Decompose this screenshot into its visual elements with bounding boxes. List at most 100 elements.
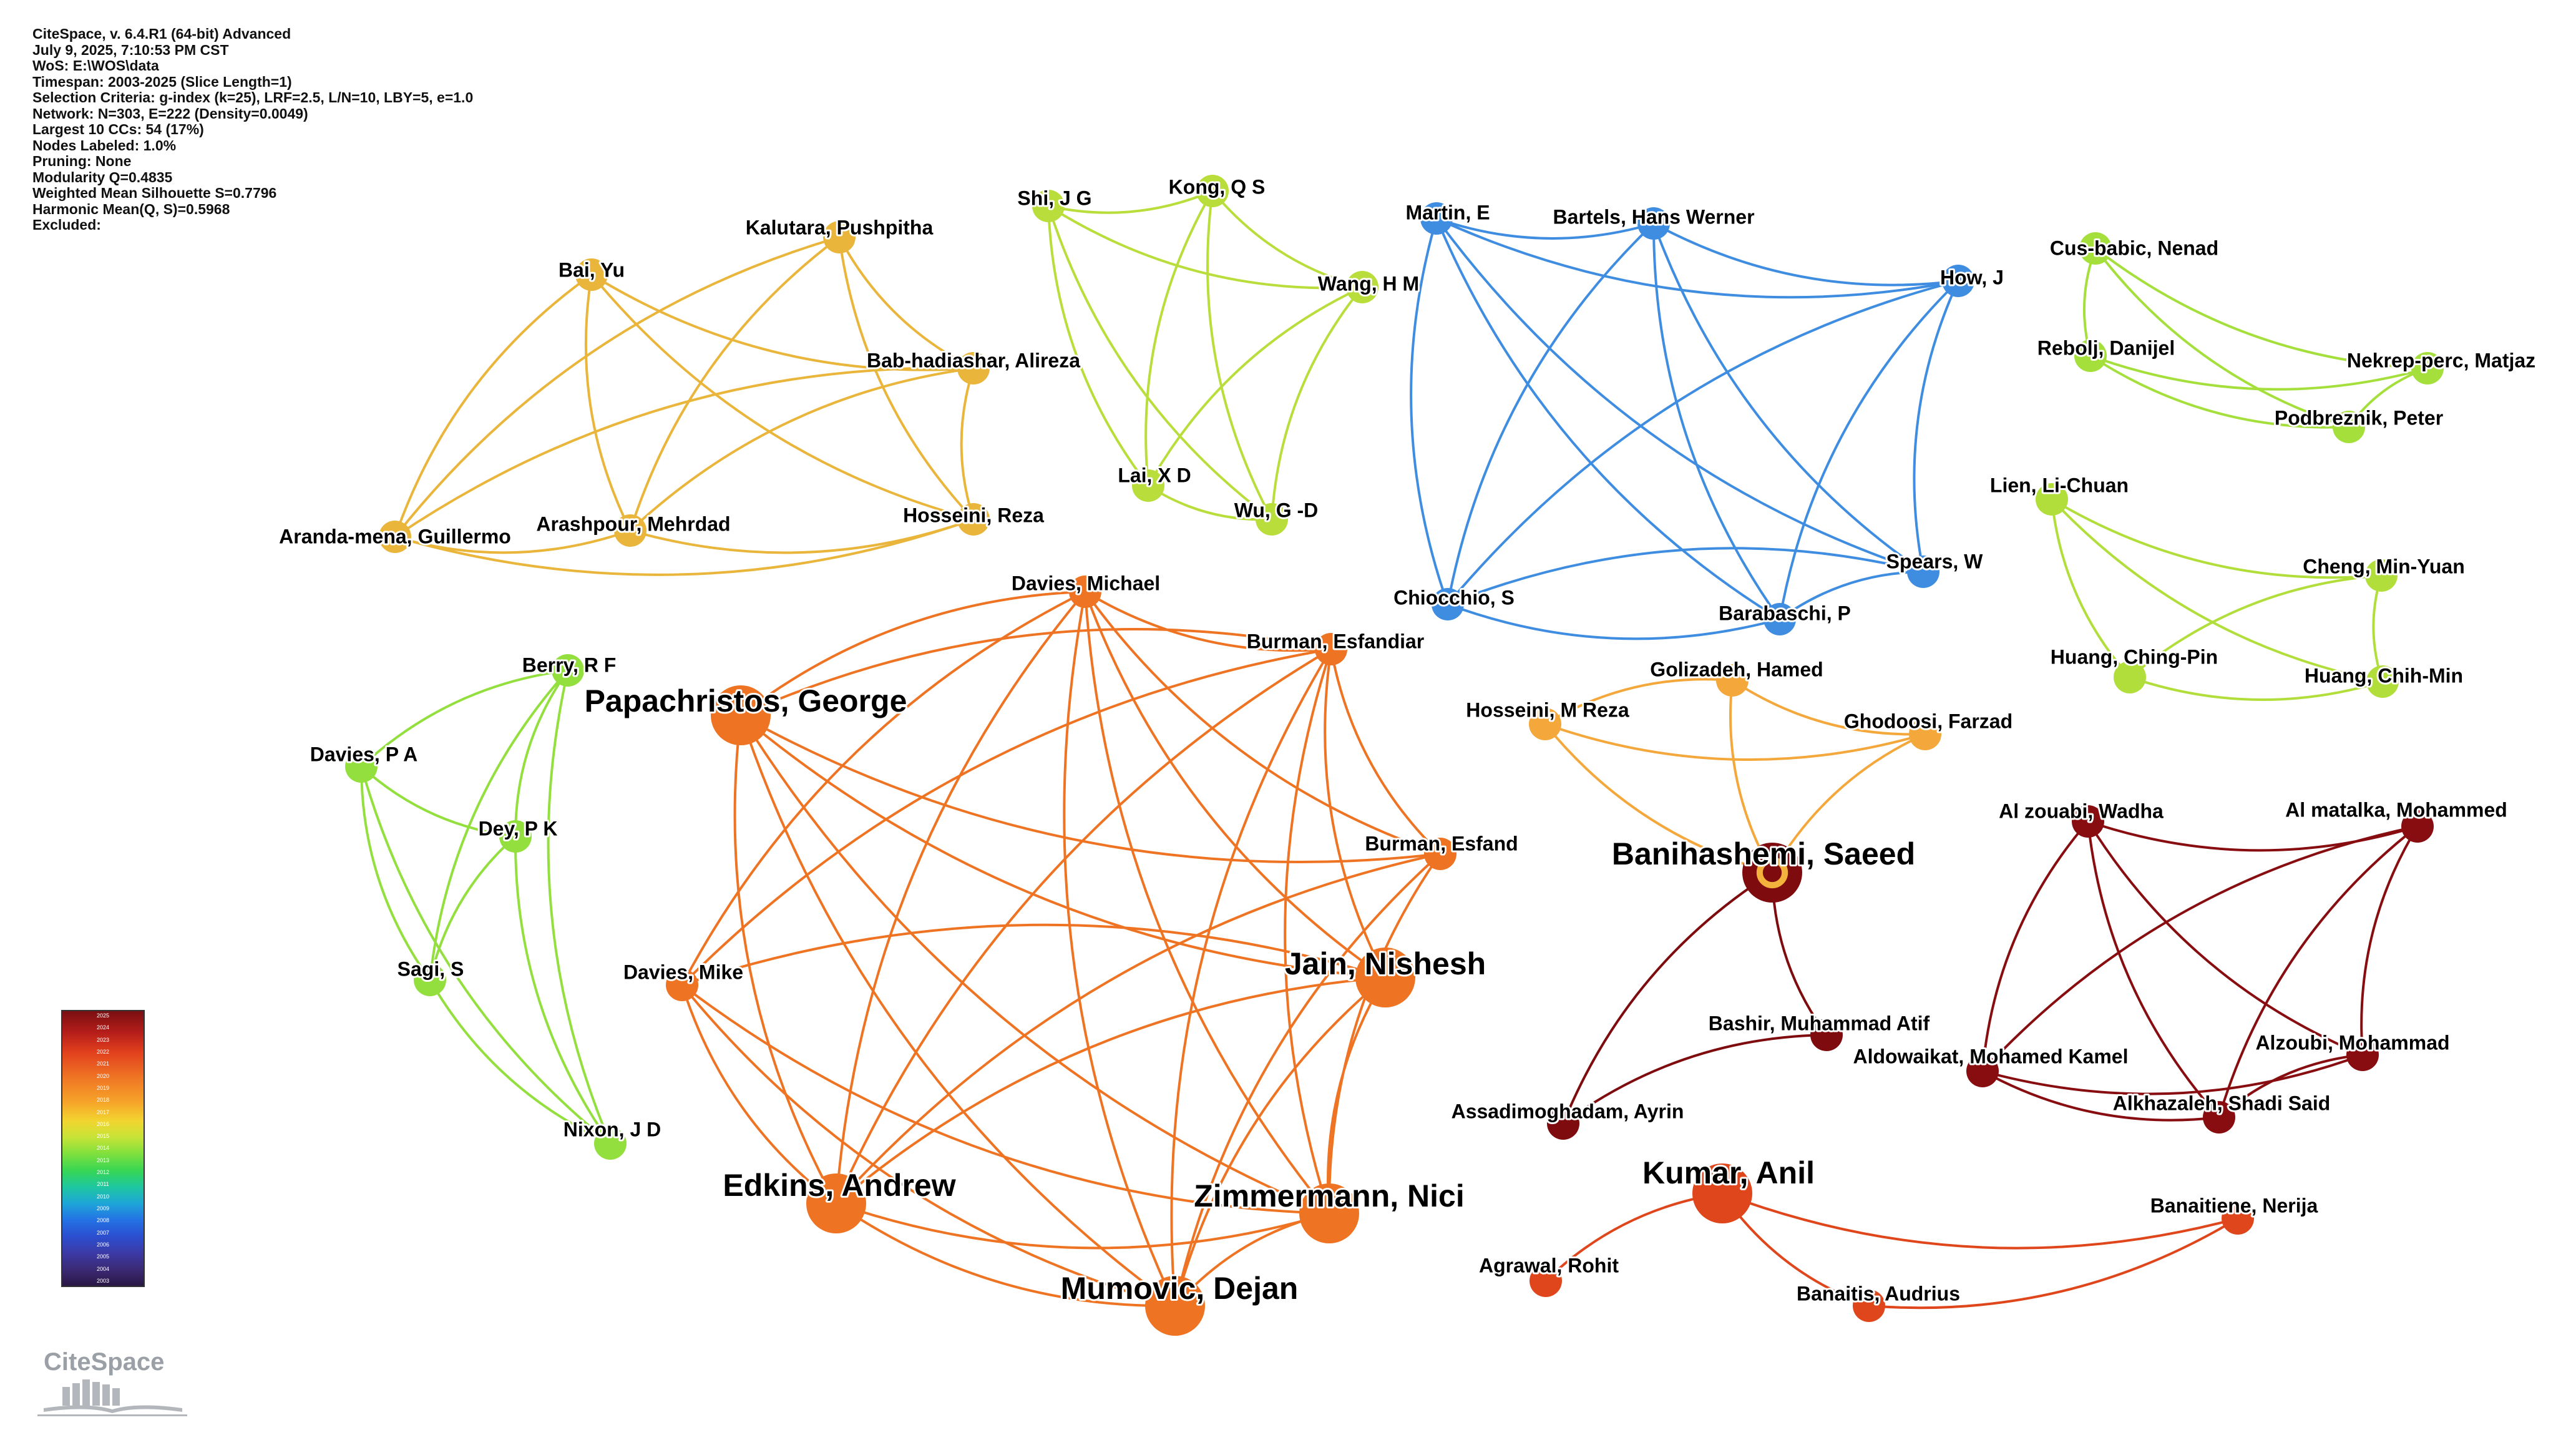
edge-bai-ara	[394, 273, 593, 537]
node-label-bes: Burman, Esfand	[1365, 832, 1518, 855]
node-che[interactable]	[2365, 559, 2398, 592]
node-jai[interactable]	[1355, 948, 1415, 1007]
node-zim[interactable]	[1299, 1183, 1359, 1243]
node-circle-gol	[1716, 664, 1749, 697]
edge-ara-hos	[394, 518, 974, 576]
node-nek[interactable]	[2411, 352, 2444, 384]
node-mar[interactable]	[1420, 202, 1453, 235]
node-bai[interactable]	[575, 258, 608, 291]
node-wan[interactable]	[1346, 271, 1378, 303]
node-ass[interactable]	[1547, 1107, 1579, 1140]
edge-chi-brb	[1447, 603, 1780, 640]
legend-year: 2024	[96, 1024, 110, 1031]
node-bar[interactable]	[1637, 207, 1670, 240]
node-label-gol: Golizadeh, Hamed	[1650, 658, 1823, 680]
node-bes[interactable]	[1424, 838, 1456, 870]
node-spe[interactable]	[1907, 556, 1939, 588]
node-hcp[interactable]	[2114, 661, 2146, 693]
node-label-bas: Bashir, Muhammad Atif	[1709, 1012, 1930, 1034]
node-label-bue: Burman, Esfandiar	[1247, 630, 1425, 652]
node-ara[interactable]	[379, 521, 411, 553]
node-gho[interactable]	[1909, 718, 1941, 750]
node-circle-bai	[575, 258, 608, 291]
node-circle-bue	[1315, 633, 1347, 665]
node-hos[interactable]	[957, 503, 990, 536]
node-ber[interactable]	[552, 654, 584, 687]
node-cus[interactable]	[2079, 232, 2112, 265]
edge-bue-edk	[835, 648, 1332, 1204]
legend-year: 2021	[96, 1060, 110, 1067]
node-bau[interactable]	[1853, 1290, 1885, 1322]
edge-bai-ars	[584, 274, 632, 531]
node-label-alo: Alzoubi, Mohammad	[2255, 1031, 2449, 1054]
node-ars[interactable]	[614, 514, 646, 547]
node-how[interactable]	[1942, 265, 1974, 297]
node-circle-ass	[1547, 1107, 1579, 1140]
edge-how-chi	[1447, 280, 1959, 605]
edge-lai-wug	[1147, 484, 1272, 521]
node-label-che: Cheng, Min-Yuan	[2303, 555, 2465, 577]
node-alz[interactable]	[2072, 805, 2104, 838]
node-brb[interactable]	[1764, 603, 1796, 635]
node-circle-alz	[2072, 805, 2104, 838]
node-wug[interactable]	[1256, 503, 1288, 536]
node-circle-dmk	[666, 969, 698, 1001]
node-bab[interactable]	[957, 352, 990, 384]
node-dmk[interactable]	[666, 969, 698, 1001]
node-alo[interactable]	[2346, 1039, 2379, 1071]
node-ben[interactable]	[2222, 1202, 2254, 1235]
node-dey[interactable]	[499, 820, 532, 853]
node-lai[interactable]	[1132, 469, 1164, 502]
node-label-brb: Barabaschi, P	[1719, 602, 1851, 624]
node-bue[interactable]	[1315, 633, 1347, 665]
node-label-jai: Jain, Nishesh	[1285, 946, 1486, 981]
node-layer	[345, 175, 2444, 1336]
node-label-mum: Mumovic, Dejan	[1061, 1271, 1299, 1306]
node-bas[interactable]	[1810, 1019, 1843, 1051]
node-hcm[interactable]	[2366, 665, 2399, 698]
node-ald[interactable]	[1966, 1055, 1999, 1087]
node-chi[interactable]	[1432, 588, 1464, 620]
node-agr[interactable]	[1530, 1265, 1562, 1297]
node-dmi[interactable]	[1069, 575, 1101, 608]
node-shi[interactable]	[1032, 190, 1065, 222]
node-label-alm: Al matalka, Mohammed	[2285, 798, 2507, 821]
node-hmr[interactable]	[1529, 708, 1561, 740]
node-dpa[interactable]	[345, 750, 378, 783]
node-lie[interactable]	[2036, 483, 2068, 516]
node-pap[interactable]	[711, 685, 771, 745]
node-circle-hcp	[2114, 661, 2146, 693]
node-mum[interactable]	[1145, 1276, 1205, 1336]
node-pod[interactable]	[2333, 411, 2365, 443]
node-circle-spe	[1907, 556, 1939, 588]
edge-alz-alm	[2087, 820, 2418, 852]
node-ban[interactable]	[1742, 843, 1802, 903]
summary-line-network: Network: N=303, E=222 (Density=0.0049)	[32, 105, 308, 122]
node-sag[interactable]	[414, 964, 446, 996]
node-reb[interactable]	[2074, 340, 2107, 372]
node-label-dmi: Davies, Michael	[1012, 572, 1160, 594]
node-label-hos: Hosseini, Reza	[903, 504, 1044, 526]
legend-year: 2005	[96, 1253, 110, 1260]
node-alm[interactable]	[2401, 810, 2434, 843]
edge-lie-hcm	[2051, 498, 2383, 683]
edge-jai-dmk	[681, 923, 1386, 986]
node-gol[interactable]	[1716, 664, 1749, 697]
edge-ber-dpa	[360, 669, 568, 768]
node-kon[interactable]	[1196, 175, 1229, 207]
node-label-wug: Wu, G -D	[1234, 499, 1319, 521]
node-label-lai: Lai, X D	[1118, 464, 1191, 486]
node-kum[interactable]	[1692, 1163, 1752, 1223]
node-alk[interactable]	[2203, 1101, 2235, 1134]
node-circle-jai	[1355, 948, 1415, 1007]
legend-year: 2022	[96, 1048, 110, 1055]
node-edk[interactable]	[806, 1173, 866, 1233]
citespace-logo: CiteSpace	[37, 1348, 187, 1423]
node-nix[interactable]	[594, 1127, 627, 1160]
node-circle-hos	[957, 503, 990, 536]
node-label-wan: Wang, H M	[1318, 272, 1419, 295]
node-kal[interactable]	[823, 221, 856, 253]
edge-kal-hos	[838, 237, 975, 521]
node-label-dmk: Davies, Mike	[623, 961, 743, 983]
